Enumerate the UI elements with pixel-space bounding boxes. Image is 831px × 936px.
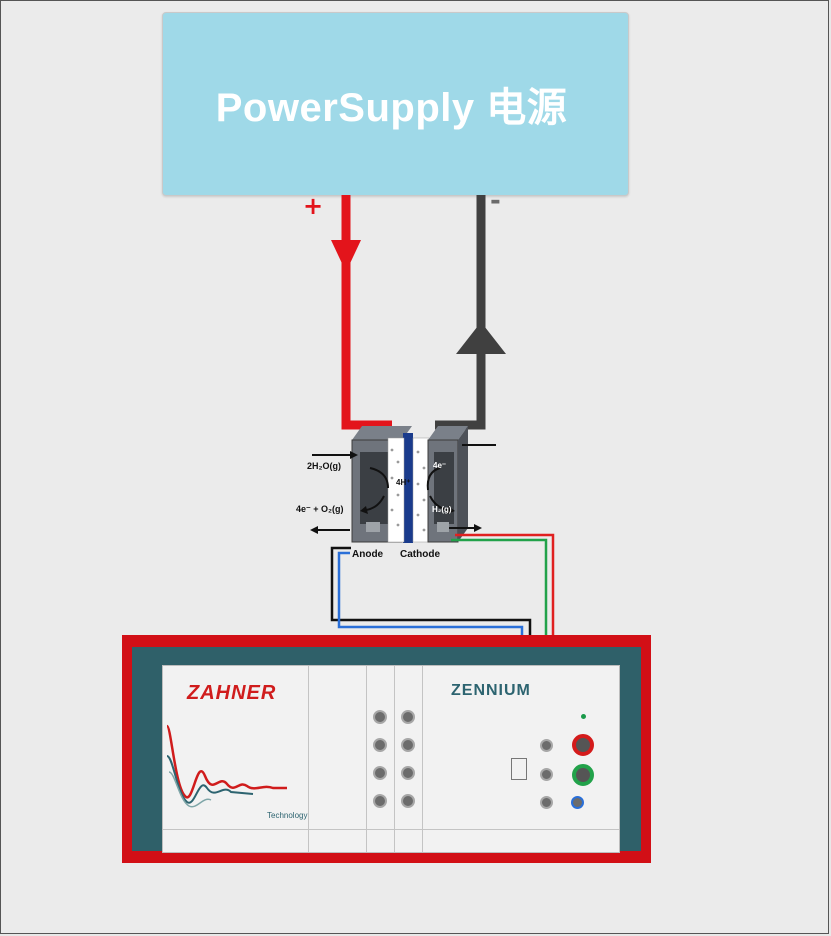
connector-port <box>373 738 387 752</box>
waveform-logo <box>165 724 287 808</box>
anode-label: Anode <box>352 549 384 560</box>
sense-port-black <box>540 796 553 809</box>
schematic-symbol <box>511 758 527 780</box>
status-led-icon <box>581 714 586 719</box>
connector-port <box>401 766 415 780</box>
slot-label-bar <box>309 829 366 840</box>
workstation-front-panel: ZAHNER Technology <box>162 665 620 853</box>
positive-terminal-sign: + <box>303 192 324 220</box>
hydrogen-output-label: H₂(g) <box>432 505 452 514</box>
cathode-electron-label: 4e⁻ <box>433 461 447 470</box>
zahner-workstation: ZAHNER Technology <box>122 635 651 863</box>
sense-port-red <box>540 739 553 752</box>
negative-terminal-sign: - <box>490 186 501 216</box>
connector-port <box>401 794 415 808</box>
power-supply-label: PowerSupply 电源 <box>215 86 568 130</box>
reference-electrode-connector <box>572 764 594 786</box>
sense-port-green <box>540 768 553 781</box>
connector-port <box>373 710 387 724</box>
connector-port <box>373 766 387 780</box>
up-arrow-icon <box>456 322 506 354</box>
positive-wire <box>331 195 392 430</box>
connector-port <box>401 710 415 724</box>
signal-processor-slot: ZAHNER Technology <box>163 666 309 852</box>
sense-port-blue <box>571 796 584 809</box>
workstation-bezel: ZAHNER Technology <box>132 647 641 853</box>
zennium-workstation-slot: ZENNIUM <box>423 666 619 852</box>
power-supply-box: PowerSupply 电源 <box>162 12 629 196</box>
down-arrow-icon <box>331 240 361 272</box>
anode-output-label: 4e⁻ + O₂(g) <box>296 504 344 514</box>
cathode-label: Cathode <box>400 549 440 560</box>
slot-label-bar <box>423 829 619 840</box>
epc-slot <box>367 666 395 852</box>
zennium-logo: ZENNIUM <box>451 682 531 699</box>
connector-port <box>401 738 415 752</box>
slot-label-bar <box>163 829 308 840</box>
anode-input-label: 2H₂O(g) <box>307 461 341 471</box>
proton-label: 4H⁺ <box>396 478 411 487</box>
tmux-slot <box>395 666 423 852</box>
negative-wire <box>435 195 506 430</box>
technology-tagline: Technology <box>267 811 308 820</box>
slot-label-bar <box>395 829 422 840</box>
zahner-logo: ZAHNER <box>187 682 277 704</box>
counter-electrode-connector <box>572 734 594 756</box>
slot-label-bar <box>367 829 394 840</box>
extension-slot <box>309 666 367 852</box>
electrolysis-cell <box>310 426 496 543</box>
connector-port <box>373 794 387 808</box>
